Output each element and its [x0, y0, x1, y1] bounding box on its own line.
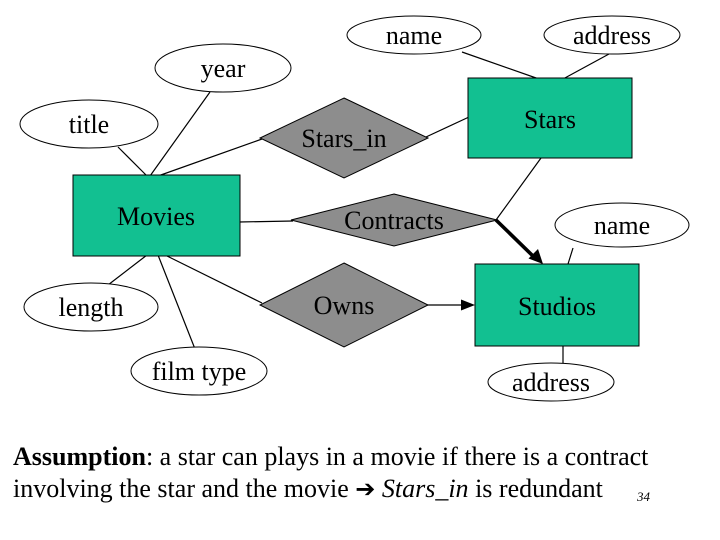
- relationship-owns: [258, 262, 430, 348]
- entity-movies: [72, 174, 241, 257]
- edge-name-stars: [461, 51, 540, 80]
- edge-movies-stars-in: [157, 138, 263, 177]
- page-number: 34: [637, 489, 650, 504]
- entity-studios: [474, 263, 640, 347]
- assumption-caption: Assumption: a star can plays in a movie …: [13, 441, 713, 505]
- edge-movies-length: [107, 254, 148, 286]
- length-label: length: [59, 293, 124, 322]
- caption-line1-text: : a star can plays in a movie if there i…: [145, 442, 649, 471]
- caption-line2-end: is redundant: [475, 474, 603, 503]
- edge-movies-owns: [164, 254, 263, 304]
- star-name-label: name: [386, 21, 442, 50]
- contracts-studios-arrowhead-icon: [528, 249, 543, 264]
- movies-label: Movies: [117, 202, 195, 231]
- title-label: title: [69, 110, 109, 139]
- edge-name-studios: [567, 247, 574, 265]
- year-label: year: [201, 54, 246, 83]
- relationship-stars-in: [258, 97, 430, 179]
- edge-movies-film-type: [157, 254, 196, 350]
- attribute-studio-address: [487, 362, 615, 402]
- edge-title-movies: [117, 146, 148, 177]
- assumption-keyword: Assumption: [13, 442, 146, 471]
- stars-in-term: Stars_in: [375, 474, 476, 503]
- right-arrow-icon: ➔: [355, 475, 376, 503]
- attribute-star-address: [543, 15, 681, 55]
- stars-label: Stars: [524, 105, 576, 134]
- caption-line2-text: involving the star and the movie: [13, 474, 356, 503]
- entity-stars: [467, 77, 633, 159]
- attribute-star-name: [346, 15, 482, 55]
- owns-studios-arrowhead-icon: [461, 299, 475, 311]
- contracts-label: Contracts: [344, 206, 444, 235]
- attribute-studio-name: [554, 202, 690, 248]
- film-type-label: film type: [152, 357, 247, 386]
- attribute-film-type: [130, 346, 268, 396]
- edge-contracts-studios: [494, 218, 537, 260]
- stars-in-label: Stars_in: [301, 124, 386, 153]
- attribute-title: [19, 99, 159, 149]
- edge-year-movies: [149, 91, 211, 177]
- studios-label: Studios: [518, 292, 596, 321]
- edge-movies-contracts: [238, 220, 294, 223]
- star-address-label: address: [573, 21, 651, 50]
- edge-stars-in-stars: [425, 116, 470, 138]
- edge-stars-contracts: [495, 157, 542, 221]
- studio-address-label: address: [512, 368, 590, 397]
- owns-label: Owns: [314, 291, 375, 320]
- studio-name-label: name: [594, 211, 650, 240]
- caption-line-1: Assumption: a star can plays in a movie …: [13, 441, 713, 473]
- attribute-length: [23, 282, 159, 332]
- relationship-contracts: [290, 193, 498, 247]
- attribute-year: [154, 43, 292, 93]
- caption-line-2: involving the star and the movie ➔ Stars…: [13, 473, 713, 505]
- er-diagram: Movies Stars Studios Stars_in Contracts …: [19, 15, 690, 402]
- edge-address-stars: [562, 53, 610, 80]
